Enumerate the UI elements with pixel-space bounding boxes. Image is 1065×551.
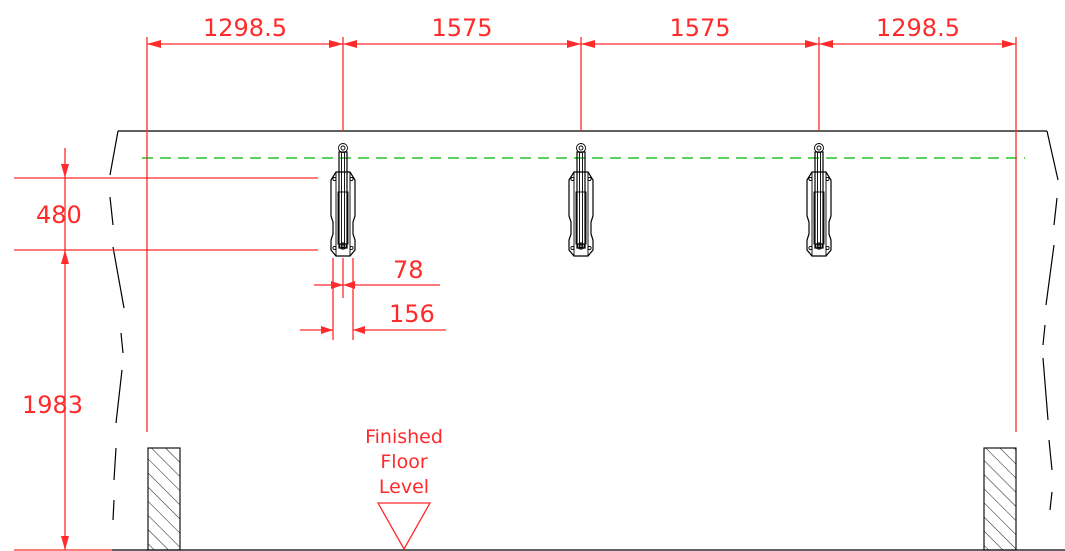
left-jamb-hatch — [147, 447, 181, 551]
dim-156: 156 — [389, 300, 435, 328]
floor-label-line3: Level — [379, 476, 429, 498]
floor-label-line1: Finished — [365, 426, 443, 448]
bracket-width-dimensions — [300, 258, 446, 340]
top-dimension-chain — [146, 37, 1017, 432]
dim-1298-right: 1298.5 — [876, 14, 960, 42]
right-jamb-hatch — [983, 447, 1017, 551]
bracket-right — [806, 142, 832, 257]
panel-outline — [109, 130, 1065, 551]
floor-level-triangle-icon — [376, 502, 432, 551]
dim-1983: 1983 — [22, 391, 83, 419]
floor-label-line2: Floor — [380, 451, 427, 473]
bracket-left — [330, 142, 356, 257]
left-dimension-chain — [14, 148, 318, 551]
dim-78: 78 — [393, 256, 424, 284]
dim-480: 480 — [36, 201, 82, 229]
dim-1575-second: 1575 — [669, 14, 730, 42]
dim-1298-left: 1298.5 — [203, 14, 287, 42]
dim-1575-first: 1575 — [431, 14, 492, 42]
bracket-center — [568, 142, 594, 257]
